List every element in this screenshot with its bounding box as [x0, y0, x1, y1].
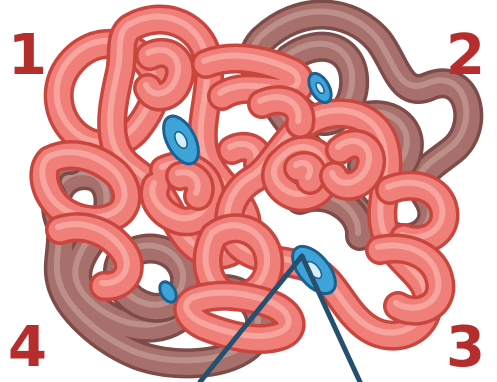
label-3: 3: [446, 315, 485, 380]
label-2: 2: [446, 23, 485, 88]
label-1: 1: [8, 23, 47, 88]
label-4: 4: [8, 315, 47, 380]
